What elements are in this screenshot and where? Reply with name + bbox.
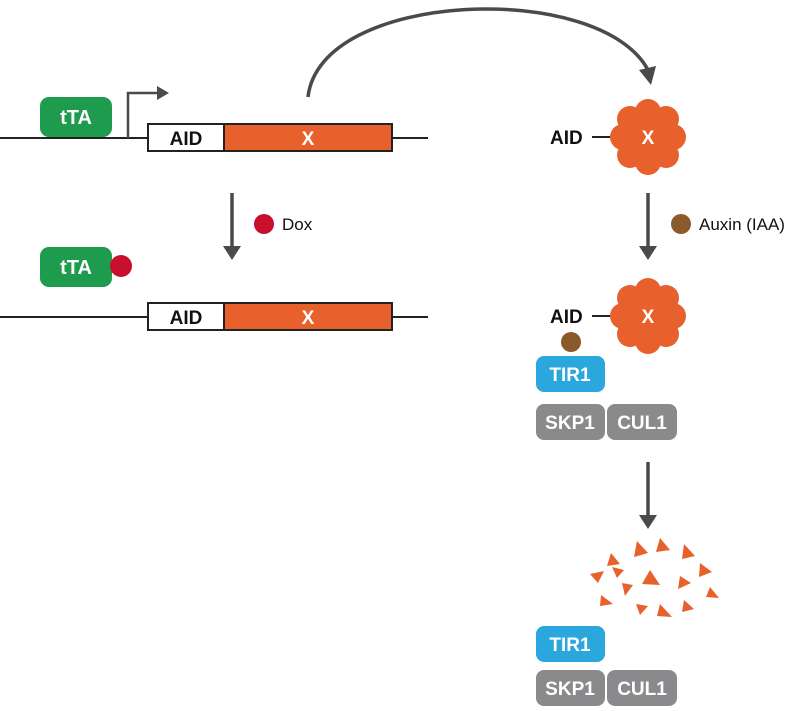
cul1-protein: CUL1: [607, 404, 677, 440]
expression-arrow: [306, 7, 656, 98]
aid-x-bound-protein: AID X: [550, 278, 686, 354]
dox-treatment-step: Dox: [223, 193, 313, 260]
svg-text:AID: AID: [170, 308, 203, 329]
active-transgene: tTA AID X: [0, 86, 428, 152]
svg-text:X: X: [302, 308, 315, 329]
dox-bound-icon: [110, 255, 132, 277]
tir1-protein: TIR1: [536, 626, 605, 662]
aid-gene-segment: AID: [147, 302, 225, 331]
auxin-bound-icon: [561, 332, 581, 352]
target-protein-icon: [610, 99, 686, 175]
degraded-fragments-icon: [590, 538, 719, 617]
svg-text:X: X: [302, 129, 315, 150]
svg-text:Auxin (IAA): Auxin (IAA): [699, 215, 785, 234]
svg-text:Dox: Dox: [282, 215, 313, 234]
auxin-treatment-step: Auxin (IAA): [639, 193, 785, 260]
skp1-protein: SKP1: [536, 670, 605, 706]
svg-text:AID: AID: [550, 128, 583, 149]
svg-text:tTA: tTA: [60, 257, 92, 279]
target-gene-segment: X: [223, 123, 393, 152]
target-gene-segment: X: [223, 302, 393, 331]
tir1-protein: TIR1: [536, 356, 605, 392]
auxin-molecule-icon: [671, 214, 691, 234]
aid-x-protein: AID X: [550, 99, 686, 175]
scf-tir1-complex: TIR1 SKP1 CUL1: [536, 356, 677, 440]
svg-text:TIR1: TIR1: [549, 635, 591, 656]
svg-text:CUL1: CUL1: [617, 413, 667, 434]
promoter-arrow-icon: [126, 86, 169, 138]
target-protein-icon: [610, 278, 686, 354]
aid-gene-segment: AID: [147, 123, 225, 152]
svg-text:SKP1: SKP1: [545, 413, 595, 434]
scf-tir1-complex-recycled: TIR1 SKP1 CUL1: [536, 626, 677, 706]
svg-text:CUL1: CUL1: [617, 679, 667, 700]
dox-molecule-icon: [254, 214, 274, 234]
skp1-protein: SKP1: [536, 404, 605, 440]
svg-text:AID: AID: [550, 307, 583, 328]
svg-text:tTA: tTA: [60, 107, 92, 129]
cul1-protein: CUL1: [607, 670, 677, 706]
svg-text:TIR1: TIR1: [549, 365, 591, 386]
degradation-arrow: [639, 462, 657, 529]
svg-text:X: X: [642, 307, 655, 328]
tta-protein-unbound: tTA: [40, 247, 132, 287]
repressed-transgene: tTA AID X: [0, 247, 428, 331]
svg-text:SKP1: SKP1: [545, 679, 595, 700]
svg-text:X: X: [642, 128, 655, 149]
tta-protein: tTA: [40, 97, 112, 137]
svg-text:AID: AID: [170, 129, 203, 150]
